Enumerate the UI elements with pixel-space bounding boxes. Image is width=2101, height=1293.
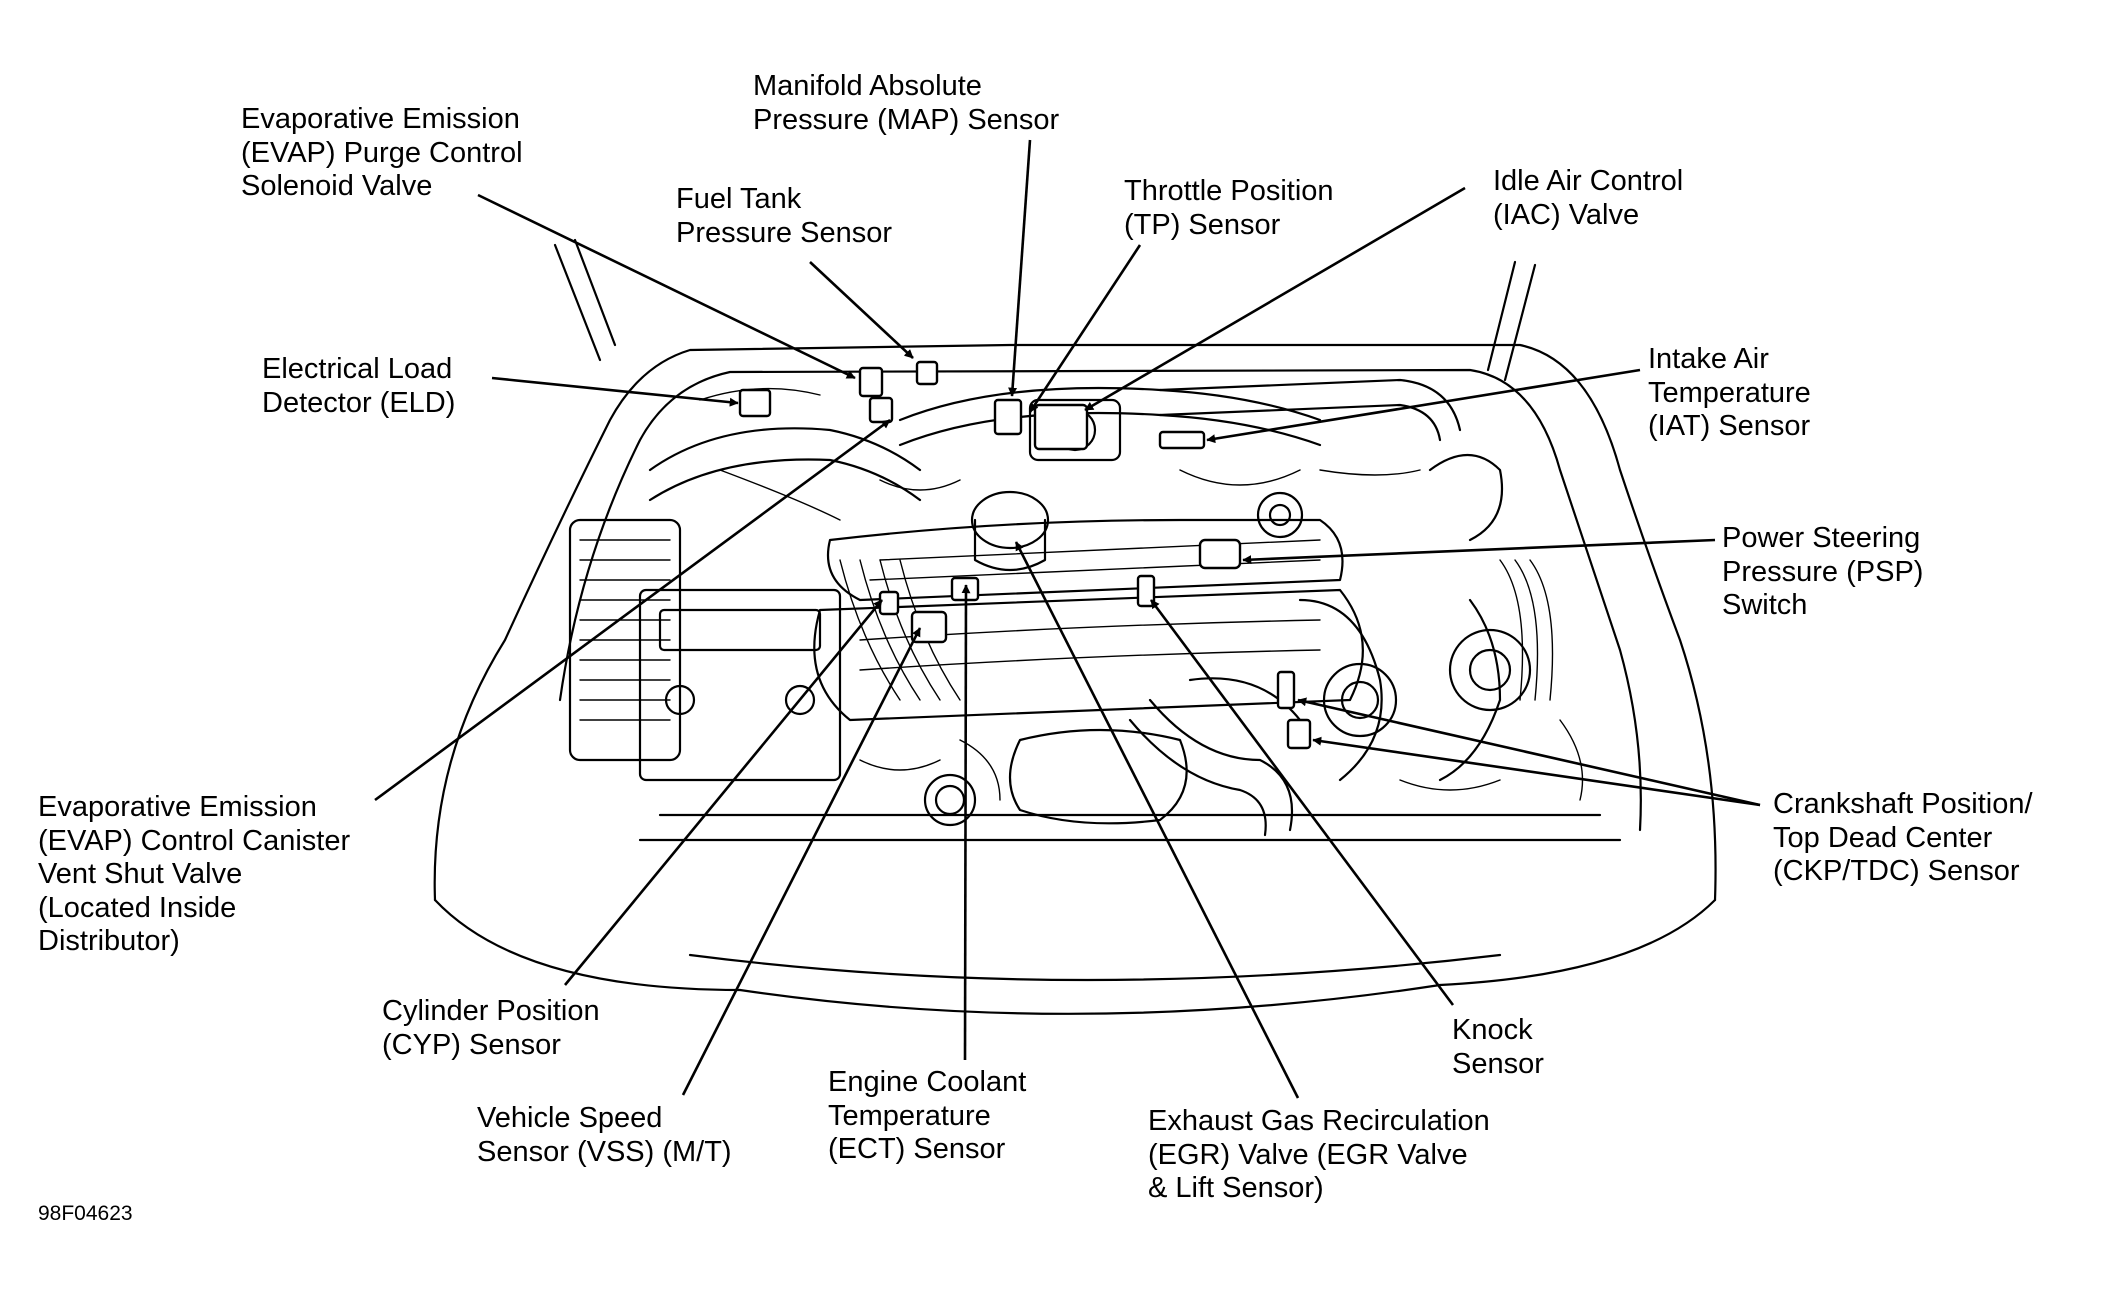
label-ckp: Crankshaft Position/ Top Dead Center (CK… [1773, 788, 2033, 887]
sensor-parts [738, 360, 1312, 750]
label-map: Manifold Absolute Pressure (MAP) Sensor [753, 70, 1060, 136]
label-fuel-tank: Fuel Tank Pressure Sensor [676, 183, 892, 249]
label-psp: Power Steering Pressure (PSP) Switch [1722, 522, 1924, 621]
leader-cyp [563, 599, 884, 986]
leader-tp [1028, 244, 1142, 413]
leader-iac [1084, 186, 1466, 412]
leader-ckp-bottom [1312, 736, 1761, 807]
label-eld: Electrical Load Detector (ELD) [262, 353, 456, 419]
label-tp: Throttle Position (TP) Sensor [1124, 175, 1334, 241]
figure-code: 98F04623 [38, 1202, 133, 1225]
leader-psp [1242, 538, 1716, 565]
engine-bay-outline [433, 238, 1717, 1015]
label-ect: Engine Coolant Temperature (ECT) Sensor [828, 1066, 1027, 1165]
leader-fuel-tank [809, 261, 914, 359]
leader-map [1008, 139, 1032, 397]
leader-knock [1149, 599, 1455, 1006]
leader-iat [1206, 368, 1641, 444]
label-iat: Intake Air Temperature (IAT) Sensor [1648, 343, 1811, 442]
leader-vss [681, 627, 922, 1096]
label-egr: Exhaust Gas Recirculation (EGR) Valve (E… [1148, 1105, 1490, 1204]
label-evap-purge: Evaporative Emission (EVAP) Purge Contro… [241, 103, 523, 202]
leader-evap-vent [374, 418, 891, 802]
leader-ckp-top [1297, 697, 1761, 807]
label-evap-vent: Evaporative Emission (EVAP) Control Cani… [38, 791, 351, 957]
label-cyp: Cylinder Position (CYP) Sensor [382, 995, 600, 1061]
leader-egr [1014, 541, 1300, 1099]
leader-evap-purge [477, 193, 856, 380]
leader-lines [374, 139, 1761, 1099]
leader-eld [491, 376, 739, 407]
label-vss: Vehicle Speed Sensor (VSS) (M/T) [477, 1102, 732, 1168]
leader-ect [961, 584, 971, 1061]
label-iac: Idle Air Control (IAC) Valve [1493, 165, 1684, 231]
label-knock: Knock Sensor [1452, 1014, 1544, 1080]
